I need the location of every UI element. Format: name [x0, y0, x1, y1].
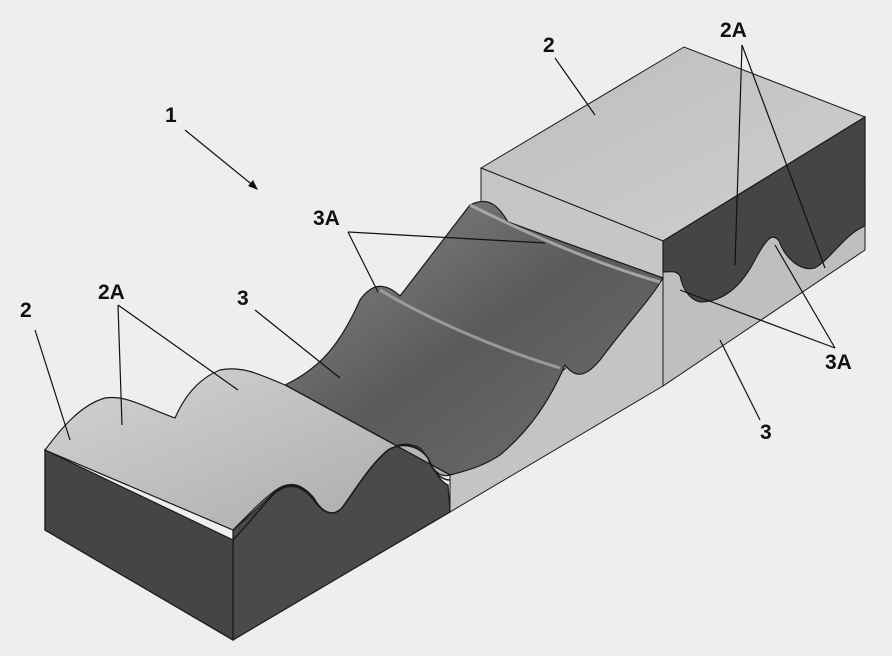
crest-highlight-upper [469, 203, 661, 284]
leader-3a-b [347, 231, 379, 293]
label-base-right: 2 [543, 34, 555, 57]
leader-2-left [34, 329, 71, 441]
left-block-left-face [44, 449, 234, 642]
leader-1 [184, 129, 256, 188]
label-surface-middle: 3 [237, 287, 249, 310]
leader-2a-left-a [117, 304, 123, 426]
crest-highlight-lower [379, 288, 561, 370]
leader-3a-right-b [774, 244, 836, 349]
leader-2a-right-b [741, 44, 826, 269]
right-block-lower-face [662, 225, 866, 387]
label-surface-right: 3 [760, 421, 772, 444]
leader-3-right [719, 339, 761, 421]
label-crest-right: 2A [720, 19, 747, 42]
label-base-left: 2 [20, 299, 32, 322]
leader-3-middle [254, 309, 341, 379]
leader-3a-right-a [679, 289, 836, 349]
leader-3a-a [347, 231, 546, 244]
leader-2a-right-a [734, 44, 743, 266]
leader-2a-left-b [117, 304, 239, 391]
left-wave-profile [232, 444, 451, 541]
label-crest-lower-right: 3A [825, 351, 852, 374]
leader-lines [34, 44, 836, 441]
arrowhead-1 [248, 180, 258, 190]
label-crest-middle: 3A [313, 207, 340, 230]
label-crest-left: 2A [98, 281, 125, 304]
leader-2-right [554, 57, 596, 116]
label-assembly: 1 [165, 104, 177, 127]
